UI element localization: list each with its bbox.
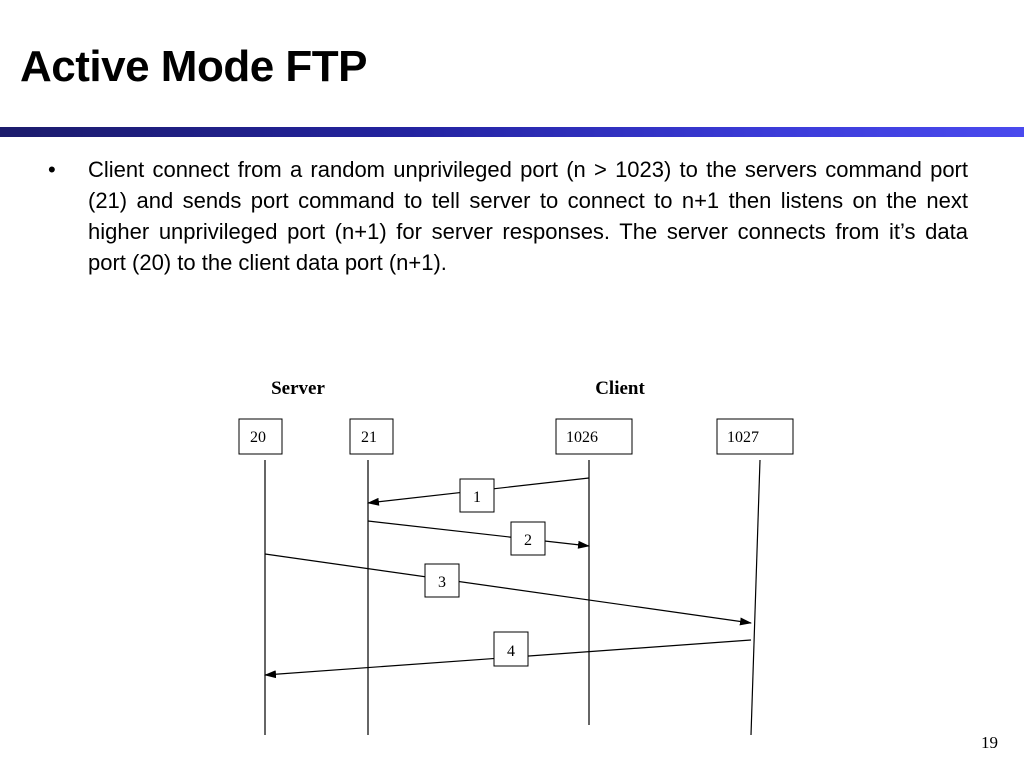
title-divider bbox=[0, 127, 1024, 137]
bullet-text: Client connect from a random unprivilege… bbox=[88, 157, 968, 275]
step-box-3: 3 bbox=[424, 563, 460, 598]
step-label-4: 4 bbox=[507, 643, 515, 660]
message-arrow-3 bbox=[264, 553, 752, 626]
port-label-20: 20 bbox=[250, 429, 266, 446]
step-label-3: 3 bbox=[438, 574, 446, 591]
step-label-1: 1 bbox=[473, 489, 481, 506]
port-box-1027: 1027 bbox=[716, 418, 794, 455]
port-box-21: 21 bbox=[349, 418, 394, 455]
client-label: Client bbox=[595, 378, 645, 399]
step-box-2: 2 bbox=[510, 521, 546, 556]
message-arrow-2 bbox=[367, 520, 590, 549]
port-label-1026: 1026 bbox=[566, 429, 598, 446]
lifeline-1027 bbox=[750, 459, 761, 736]
bullet-marker: • bbox=[48, 157, 56, 182]
port-label-1027: 1027 bbox=[727, 429, 759, 446]
slide-title: Active Mode FTP bbox=[20, 42, 368, 91]
port-label-21: 21 bbox=[361, 429, 377, 446]
bullet-list: • Client connect from a random unprivile… bbox=[48, 154, 968, 278]
port-box-20: 20 bbox=[238, 418, 283, 455]
page-number: 19 bbox=[981, 733, 998, 752]
server-label: Server bbox=[271, 378, 325, 399]
step-box-1: 1 bbox=[459, 478, 495, 513]
step-label-2: 2 bbox=[524, 532, 532, 549]
port-box-1026: 1026 bbox=[555, 418, 633, 455]
step-box-4: 4 bbox=[493, 631, 529, 667]
